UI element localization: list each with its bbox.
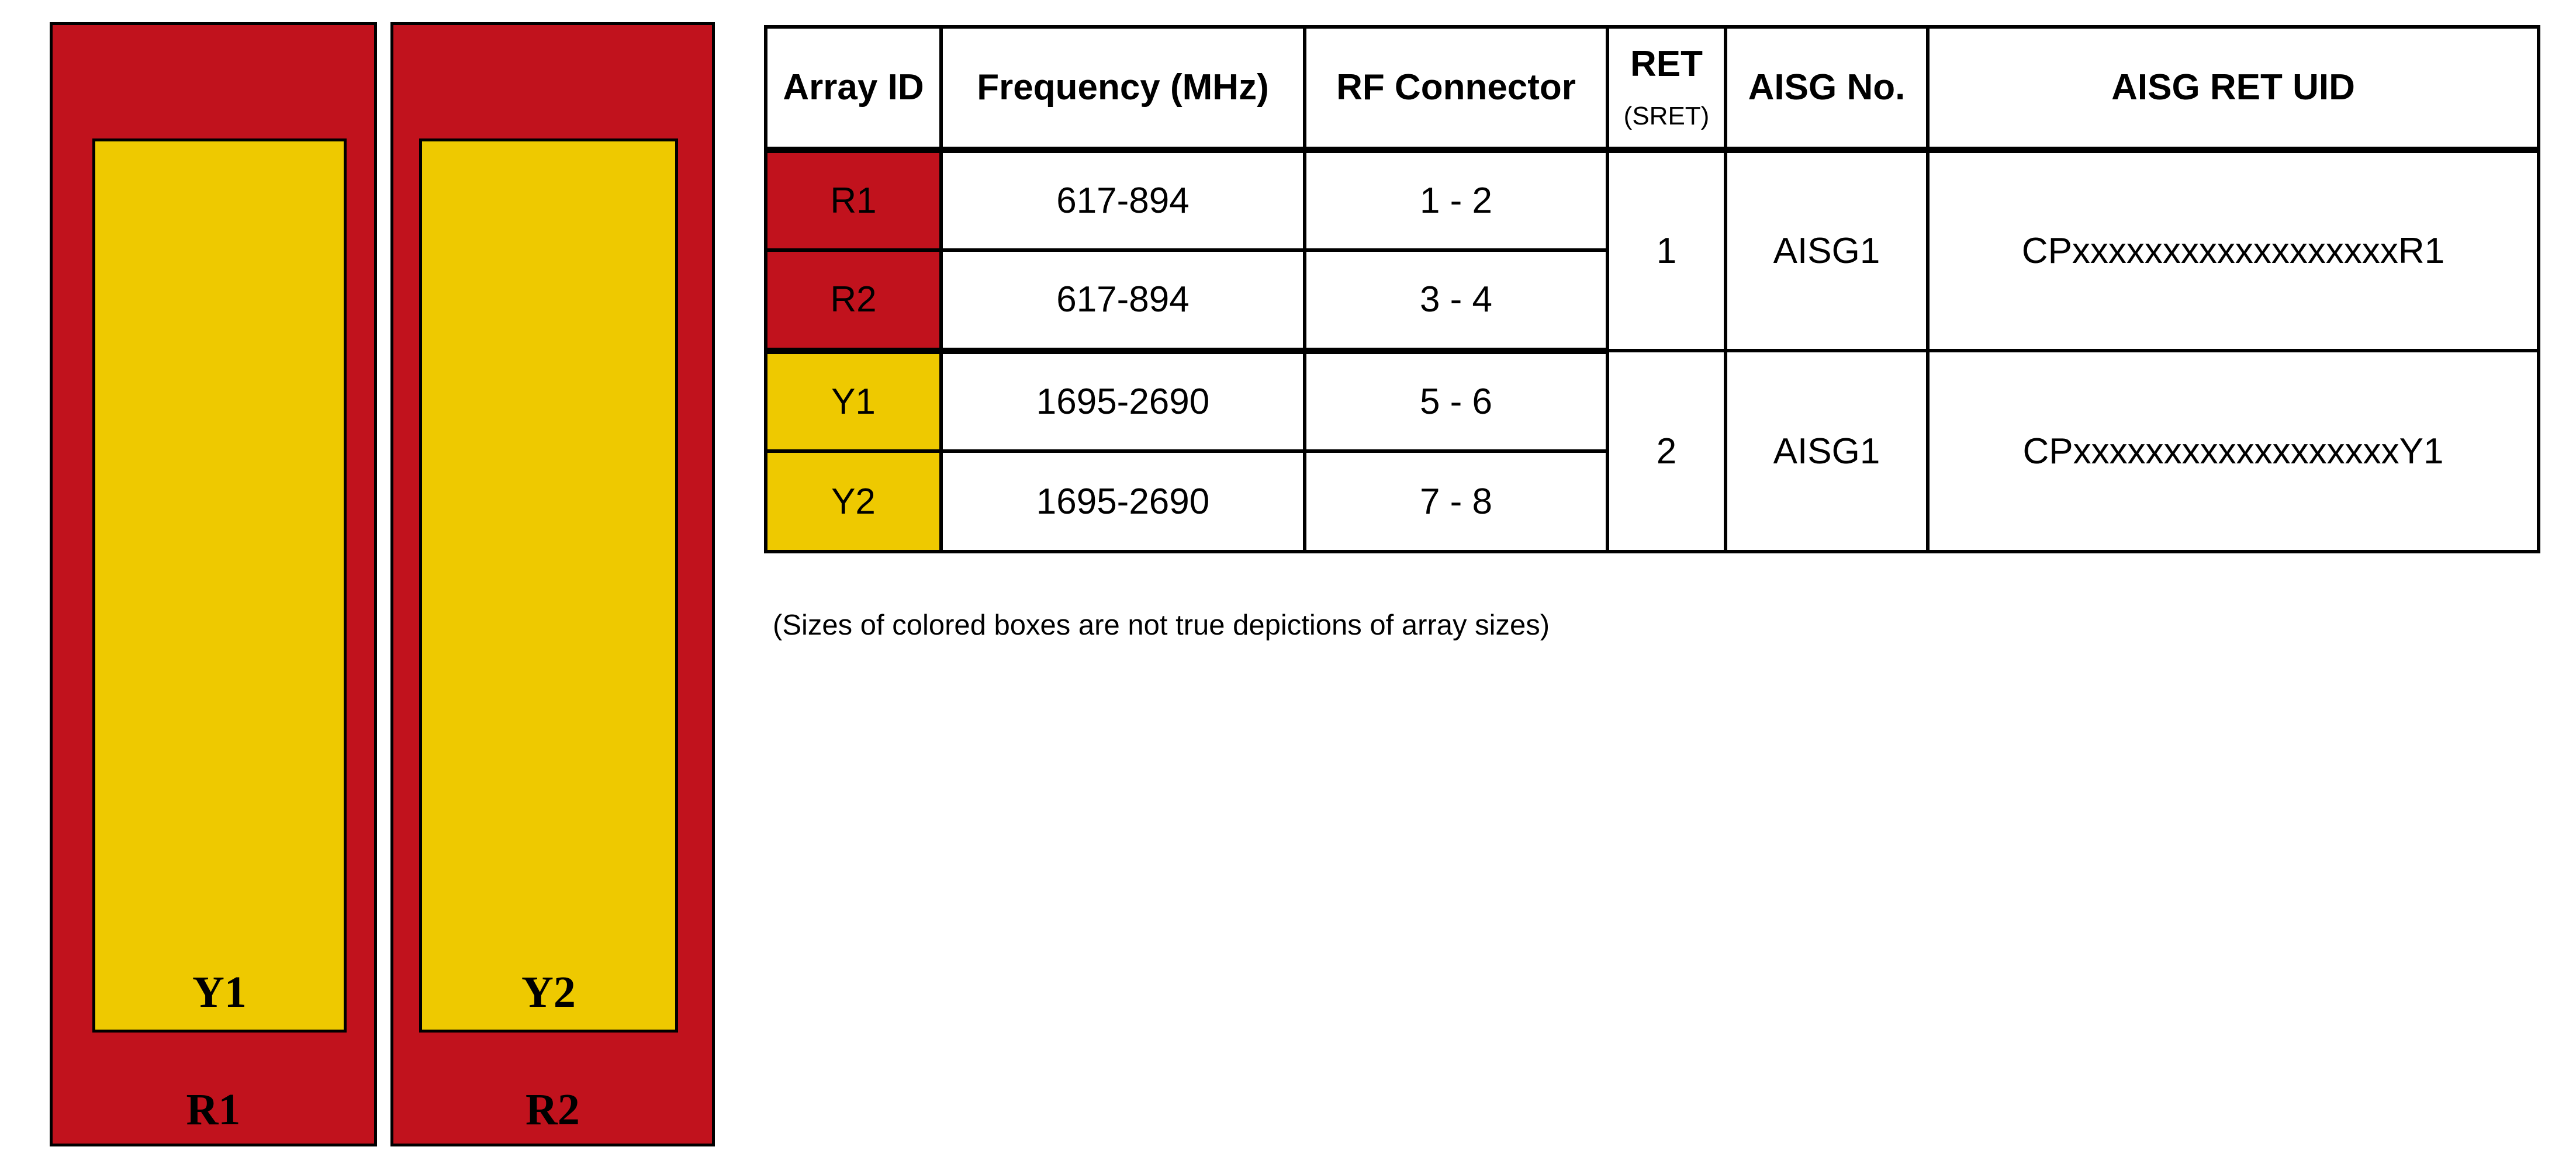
outer-array-label-r2: R2	[525, 1085, 580, 1134]
cell-array-id-y2: Y2	[764, 449, 943, 553]
cell-rf-connector-r1: 1 - 2	[1303, 148, 1609, 252]
cell-rf-connector-y1: 5 - 6	[1303, 349, 1609, 453]
header-aisg-no: AISG No.	[1724, 25, 1930, 153]
cell-aisg-ret-uid-group2: CPxxxxxxxxxxxxxxxxxxY1	[1926, 349, 2540, 553]
cell-ret-group1: 1	[1606, 148, 1727, 352]
array-inner-box-y2: Y2	[419, 138, 678, 1033]
header-aisg-ret-uid: AISG RET UID	[1926, 25, 2540, 153]
header-rf-connector: RF Connector	[1303, 25, 1609, 153]
array-inner-box-y1: Y1	[92, 138, 347, 1033]
inner-array-label-y1: Y1	[192, 968, 247, 1017]
header-ret-sub: (SRET)	[1623, 102, 1710, 131]
header-array-id: Array ID	[764, 25, 943, 153]
cell-aisg-no-group2: AISG1	[1724, 349, 1930, 553]
table-row-y2: Y2 1695-2690 7 - 8	[764, 449, 2539, 553]
outer-array-label-r1: R1	[186, 1085, 241, 1134]
header-ret: RET (SRET)	[1606, 25, 1727, 153]
cell-aisg-ret-uid-group1: CPxxxxxxxxxxxxxxxxxxR1	[1926, 148, 2540, 352]
table-row-r2: R2 617-894 3 - 4	[764, 248, 2539, 354]
header-frequency: Frequency (MHz)	[939, 25, 1306, 153]
header-ret-main: RET	[1630, 44, 1703, 85]
inner-array-label-y2: Y2	[521, 968, 576, 1017]
diagram-caption: (Sizes of colored boxes are not true dep…	[773, 609, 1550, 641]
table-header-row: Array ID Frequency (MHz) RF Connector RE…	[764, 25, 2540, 153]
cell-array-id-r1: R1	[764, 148, 943, 252]
cell-frequency-y2: 1695-2690	[939, 449, 1306, 553]
table-row-r1: R1 617-894 1 - 2 1 AISG1 CPxxxxxxxxxxxxx…	[764, 148, 2540, 352]
cell-array-id-r2: R2	[764, 248, 943, 354]
cell-frequency-y1: 1695-2690	[939, 349, 1306, 453]
cell-frequency-r2: 617-894	[939, 248, 1306, 354]
cell-frequency-r1: 617-894	[939, 148, 1306, 252]
cell-ret-group2: 2	[1606, 349, 1727, 553]
cell-rf-connector-y2: 7 - 8	[1303, 449, 1609, 553]
array-configuration-table: Array ID Frequency (MHz) RF Connector RE…	[764, 25, 2540, 553]
cell-array-id-y1: Y1	[764, 349, 943, 453]
cell-aisg-no-group1: AISG1	[1724, 148, 1930, 352]
cell-rf-connector-r2: 3 - 4	[1303, 248, 1609, 354]
table-row-y1: Y1 1695-2690 5 - 6 2 AISG1 CPxxxxxxxxxxx…	[764, 349, 2540, 553]
array-box-r2: Y2 R2	[390, 22, 715, 1146]
array-box-r1: Y1 R1	[50, 22, 377, 1146]
